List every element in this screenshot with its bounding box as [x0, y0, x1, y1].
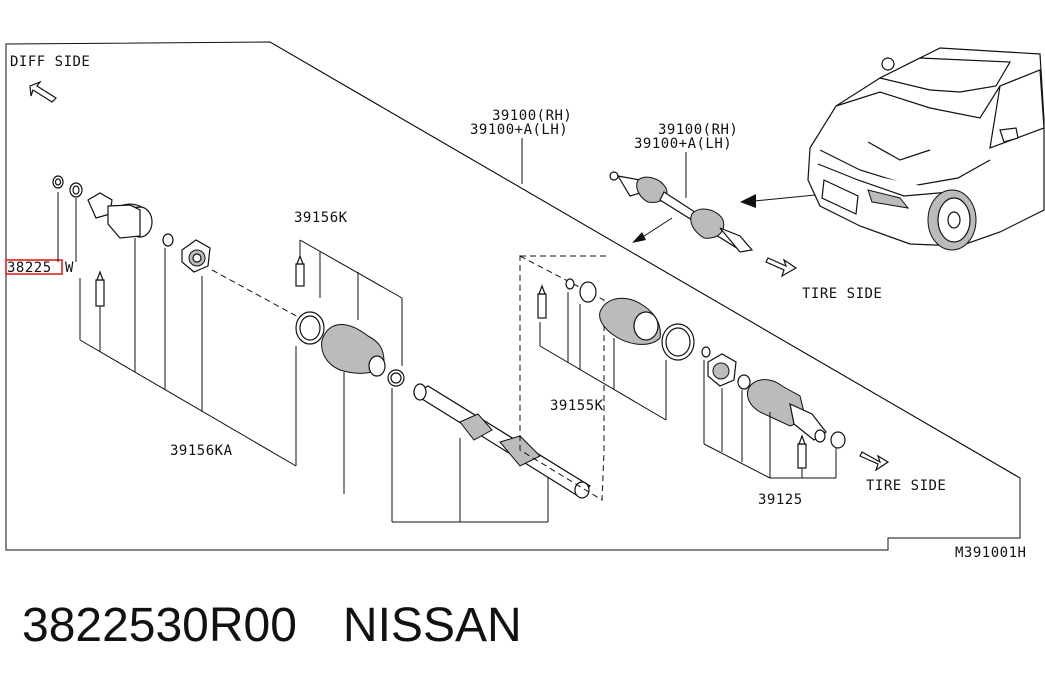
inset-arrow-icon — [632, 217, 673, 243]
part-number: 3822530R00 — [22, 599, 297, 652]
grease-tube-part-left[interactable] — [95, 270, 105, 307]
part-39125-label[interactable]: 39125 — [758, 492, 803, 508]
grease-tube-part-outer[interactable] — [797, 434, 807, 469]
boot-band-small-part[interactable] — [387, 369, 405, 387]
assembly-inset-rh-label[interactable]: 39100(RH) — [658, 122, 738, 138]
highlight-box — [5, 259, 63, 275]
dashed-group-39155K — [519, 255, 605, 501]
diff-side-label: DIFF SIDE — [10, 54, 90, 70]
part-38225-label[interactable]: 38225 — [7, 260, 52, 276]
diff-side-arrow-icon — [29, 80, 57, 103]
part-39156KA-label[interactable]: 39156KA — [170, 443, 233, 459]
leader-lines-shaft — [295, 346, 549, 523]
inner-joint-housing-part[interactable] — [87, 192, 153, 239]
part-39155K-label[interactable]: 39155K — [550, 398, 604, 414]
spider-assembly-part[interactable] — [181, 239, 211, 273]
inset-drive-shaft-assembly[interactable] — [609, 171, 754, 253]
circlip-part[interactable] — [69, 182, 83, 198]
assembly-inset-lh-label[interactable]: 39100+A(LH) — [634, 136, 732, 152]
snap-ring-part-outer[interactable] — [737, 374, 751, 390]
leader-lines-39156K — [299, 239, 403, 366]
grease-tube-part-mid[interactable] — [295, 254, 305, 287]
boot-band-part-right[interactable] — [579, 281, 597, 303]
leader-lines-39155K — [539, 292, 667, 421]
product-caption: 3822530R00 NISSAN — [22, 598, 568, 653]
tire-side-arrow-icon-upper — [765, 257, 798, 278]
boot-band-part-mid[interactable] — [295, 311, 325, 345]
grease-tube-part-right[interactable] — [537, 284, 547, 319]
boot-part-mid[interactable] — [321, 324, 386, 377]
part-39156K-label[interactable]: 39156K — [294, 210, 348, 226]
snap-ring-part-right[interactable] — [565, 278, 575, 290]
snap-ring-part-2[interactable] — [162, 233, 174, 247]
leader-lines-39125 — [703, 360, 837, 479]
vehicle-illustration — [807, 47, 1045, 251]
circlip-part-outer[interactable] — [830, 431, 846, 449]
assembly-main-rh-label[interactable]: 39100(RH) — [492, 108, 572, 124]
tire-side-label-upper: TIRE SIDE — [802, 286, 882, 302]
shaft-dashed-connector — [211, 269, 301, 319]
outer-joint-housing-part[interactable] — [747, 379, 827, 443]
boot-band-large-part[interactable] — [661, 323, 695, 361]
assembly-main-lh-label[interactable]: 39100+A(LH) — [470, 122, 568, 138]
part-38225-suffix: W — [65, 260, 74, 276]
boot-part-right[interactable] — [599, 297, 661, 345]
drawing-code-label: M391001H — [955, 545, 1026, 561]
leader-lines-39156KA — [57, 192, 297, 467]
diagram-divider — [269, 41, 1021, 479]
tire-side-arrow-icon-lower — [859, 451, 890, 472]
outer-race-part[interactable] — [701, 346, 737, 387]
brand-name: NISSAN — [342, 599, 522, 652]
snap-ring-part[interactable] — [52, 175, 64, 189]
tire-side-label-lower: TIRE SIDE — [866, 478, 946, 494]
